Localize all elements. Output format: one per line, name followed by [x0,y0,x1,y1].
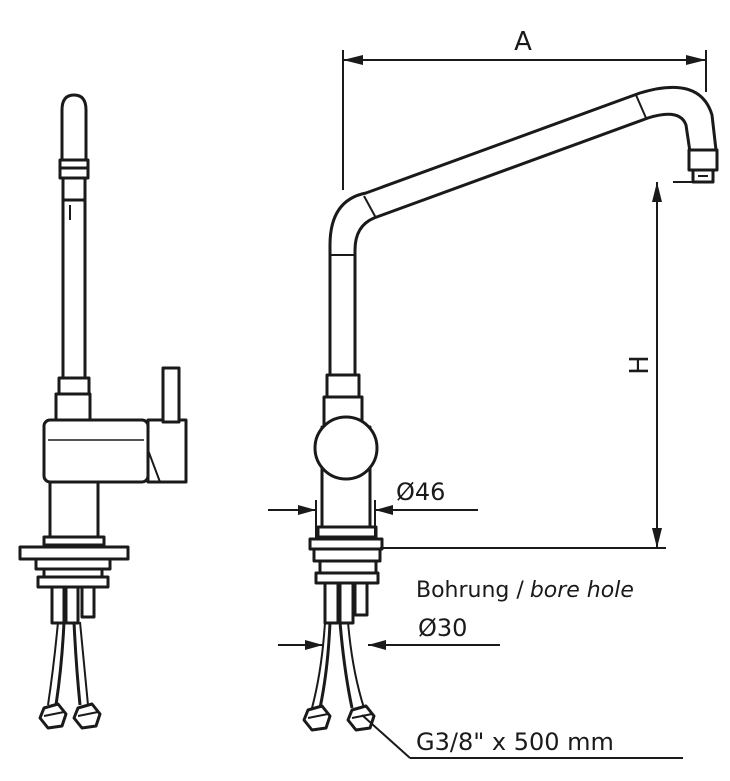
bore-hole-label: Bohrung /bore hole [416,578,634,603]
dimension-lines [268,50,707,759]
dimension-a-label: A [514,27,532,57]
diameter-30-label: Ø30 [418,614,467,642]
bore-label-separator: / [509,578,524,603]
bore-label-german: Bohrung [416,578,509,603]
diameter-46-label: Ø46 [396,478,445,506]
bore-label-english: bore hole [530,578,634,603]
faucet-side-view [18,93,188,730]
dimension-h-label: H [625,355,655,375]
hose-connection-label: G3/8" x 500 mm [416,728,614,756]
faucet-front-view [302,85,719,732]
